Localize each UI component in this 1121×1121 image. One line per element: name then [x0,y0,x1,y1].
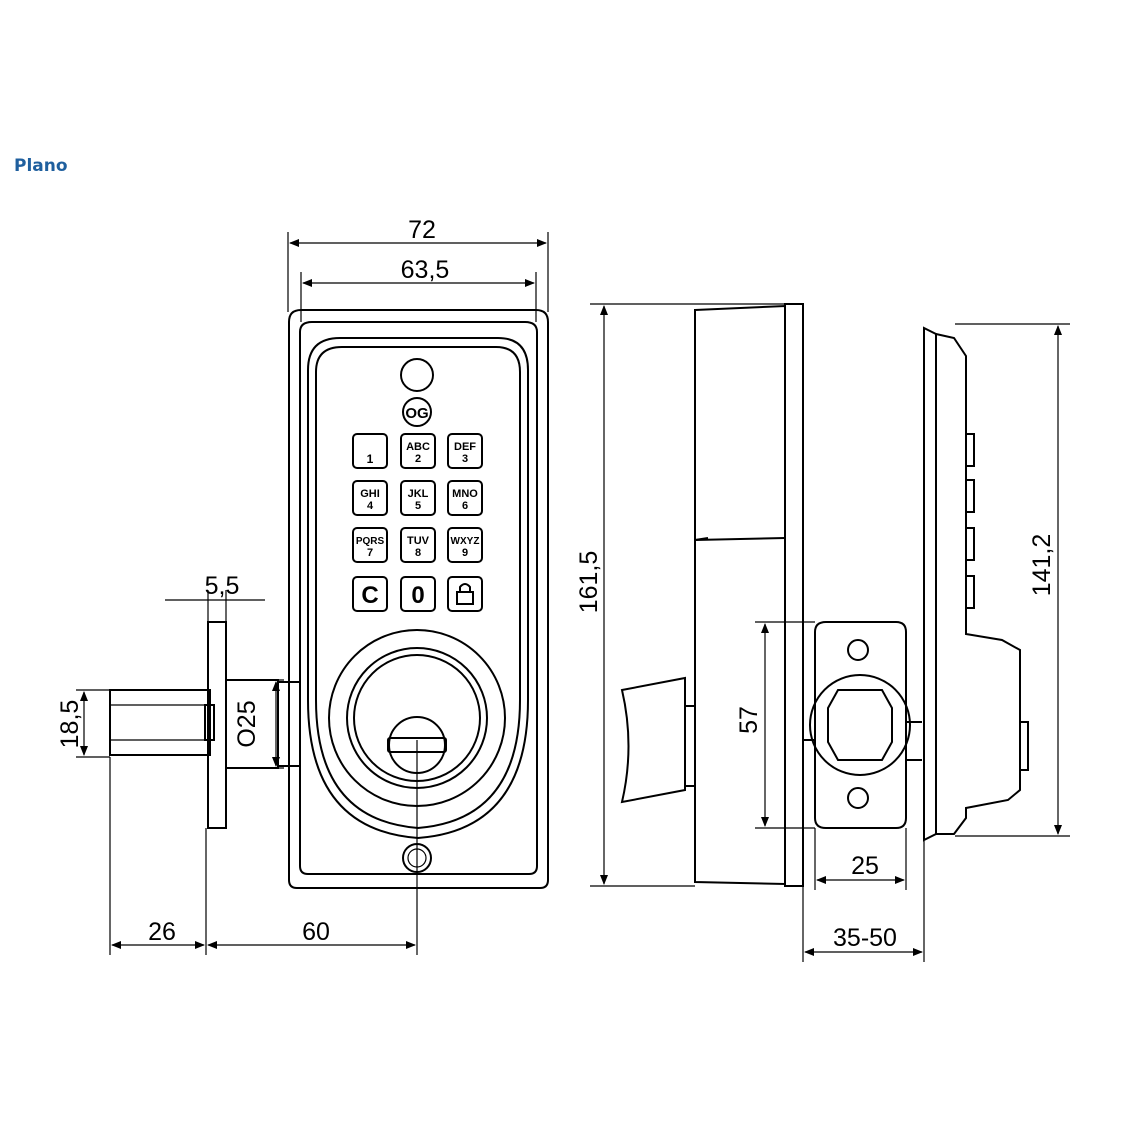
drawing-title: Plano [14,156,68,176]
dim-spindle-length: 26 [148,918,176,946]
screw-hole-top [847,639,869,661]
side-view [620,303,1029,887]
key-digit: C [361,582,378,609]
keypad-key[interactable]: C [352,576,388,612]
keypad-key[interactable]: 1 [352,433,388,469]
brand-logo: OG [402,397,432,427]
dim-backset: 60 [302,918,330,946]
key-letters: MNO [452,488,478,500]
key-digit: 9 [462,547,468,559]
dim-strike-spacing: 57 [735,706,763,734]
key-letters: TUV [407,535,430,547]
spindle [109,689,211,756]
dim-width-outer: 72 [408,216,436,244]
key-digit: 8 [415,547,421,559]
svg-text:OG: OG [405,405,428,422]
dim-spindle-height: 18,5 [56,700,84,749]
screw-hole-bottom [847,787,869,809]
dim-door-thickness: 35-50 [833,924,897,952]
key-digit: 3 [462,453,468,465]
key-letters: ABC [406,441,430,453]
key-letters: DEF [454,441,476,453]
front-dimensions: 72 63,5 5,5 18,5 O25 26 60 [56,216,549,955]
key-letters: GHI [360,488,380,500]
dim-height-back: 141,2 [1028,534,1056,597]
keypad-key[interactable]: 0 [400,576,436,612]
side-dimensions: 161,5 57 25 35-50 141,2 [575,303,1070,962]
key-digit: 1 [367,452,374,466]
thumb-turn [620,676,686,804]
key-digit: 2 [415,453,421,465]
dim-rose-diameter: O25 [233,700,261,747]
dim-spindle-plate: 5,5 [205,572,240,600]
latch-bolt [827,689,893,761]
dim-latch-width: 25 [851,852,879,880]
key-digit: 6 [462,500,468,512]
key-digit: 7 [367,547,373,559]
key-digit: 5 [415,500,421,512]
key-letters: WXYZ [451,536,480,547]
strike-plate [814,621,907,829]
dim-width-inner: 63,5 [401,256,450,284]
dim-height-front: 161,5 [575,551,603,614]
key-digit: 0 [411,582,424,609]
lock-icon[interactable] [447,576,483,612]
key-letters: JKL [408,488,429,500]
key-digit: 4 [367,500,374,512]
sensor-icon [400,358,434,392]
key-letters: PQRS [356,536,385,547]
